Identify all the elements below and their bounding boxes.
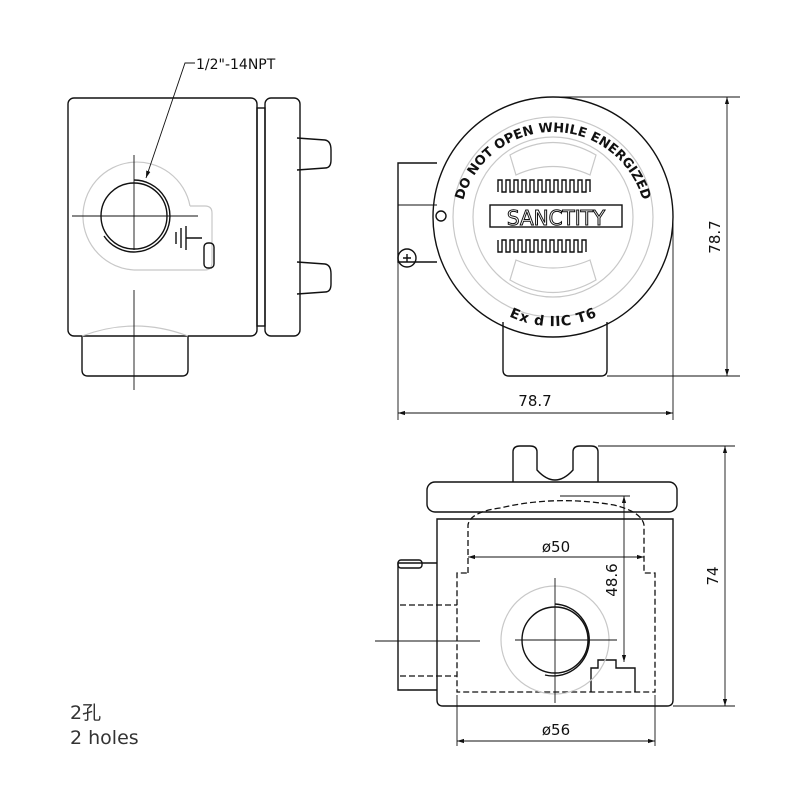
depth-dim: 48.6 [603,563,621,596]
front-view: SANCTITY DO NOT OPEN WHILE ENERGIZED Ex … [397,96,740,420]
front-height-dim: 78.7 [706,220,724,253]
thread-callout: 1/2"-14NPT [196,57,276,73]
side-view: 1/2"-14NPT [67,57,332,390]
note-english: 2 holes [70,727,139,749]
bottom-view: ø50 48.6 ø56 74 [375,445,735,746]
outer-diameter-dim: ø56 [542,721,570,739]
svg-text:DO NOT OPEN WHILE ENERGIZED: DO NOT OPEN WHILE ENERGIZED [453,121,654,202]
svg-text:Ex d IIC T6: Ex d IIC T6 [507,305,598,330]
note-chinese: 2孔 [70,702,102,724]
inner-diameter-dim: ø50 [542,538,570,556]
warning-text: DO NOT OPEN WHILE ENERGIZED [453,121,654,202]
rating-text: Ex d IIC T6 [507,305,598,330]
brand-text: SANCTITY [507,206,606,230]
brand-logo: SANCTITY [489,179,623,253]
front-width-dim: 78.7 [518,392,551,410]
bottom-height-dim: 74 [704,566,722,585]
ground-symbol-icon [175,226,215,269]
